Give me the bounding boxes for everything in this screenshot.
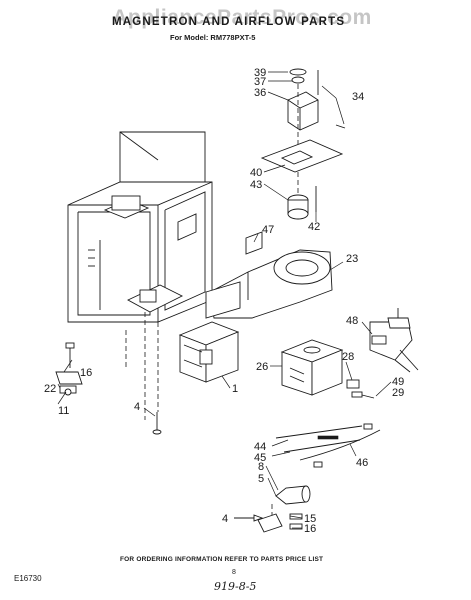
diagram-title: MAGNETRON AND AIRFLOW PARTS [112, 16, 346, 28]
callout-15: 15 [304, 513, 316, 525]
mounting-bracket-drawing [369, 308, 419, 373]
callout-1: 1 [232, 383, 238, 395]
callout-28: 28 [342, 351, 354, 363]
callout-29: 29 [392, 387, 404, 399]
callout-45: 45 [254, 452, 266, 464]
callout-48: 48 [346, 315, 358, 327]
callout-42: 42 [308, 221, 320, 233]
handwritten-note: 919-8-5 [214, 580, 257, 593]
callout-16-capacitor: 16 [304, 523, 316, 535]
callout-40: 40 [250, 167, 262, 179]
air-duct-drawing [205, 231, 333, 319]
oven-cavity-drawing [67, 131, 213, 420]
watermark: AppliancePartsPros.com [112, 6, 372, 29]
fuse-holder-drawing [55, 342, 83, 396]
callout-8: 8 [258, 461, 264, 473]
wire-harness-drawing [275, 423, 381, 468]
document-code: E16730 [14, 574, 42, 583]
callout-4-screw: 4 [134, 401, 140, 413]
callout-23: 23 [346, 253, 358, 265]
callout-34: 34 [352, 91, 364, 103]
callout-26: 26 [256, 361, 268, 373]
callout-43: 43 [250, 179, 262, 191]
model-number: For Model: RM778PXT-5 [170, 33, 256, 42]
ordering-note: FOR ORDERING INFORMATION REFER TO PARTS … [120, 556, 324, 563]
callout-36: 36 [254, 87, 266, 99]
magnetron-drawing [280, 339, 344, 396]
capacitor-drawing [234, 485, 311, 533]
callout-16-fuse: 16 [80, 367, 92, 379]
callout-5: 5 [258, 473, 264, 485]
callout-11: 11 [58, 405, 69, 417]
callout-46: 46 [356, 457, 368, 469]
callout-4-capacitor: 4 [222, 513, 228, 525]
callout-22: 22 [44, 383, 56, 395]
callout-49: 49 [392, 376, 404, 388]
callout-44: 44 [254, 441, 266, 453]
callout-39: 39 [254, 67, 266, 79]
transformer-drawing [178, 321, 240, 383]
callout-37: 37 [254, 76, 266, 88]
callout-numbers: 39 37 36 34 40 43 42 47 23 48 28 26 49 2… [44, 67, 404, 535]
callout-47: 47 [262, 224, 274, 236]
thermal-cutout-drawing [346, 379, 375, 399]
screw-drawing [152, 412, 162, 435]
page-number: 8 [232, 569, 236, 576]
fan-motor-assembly-drawing [260, 68, 346, 220]
